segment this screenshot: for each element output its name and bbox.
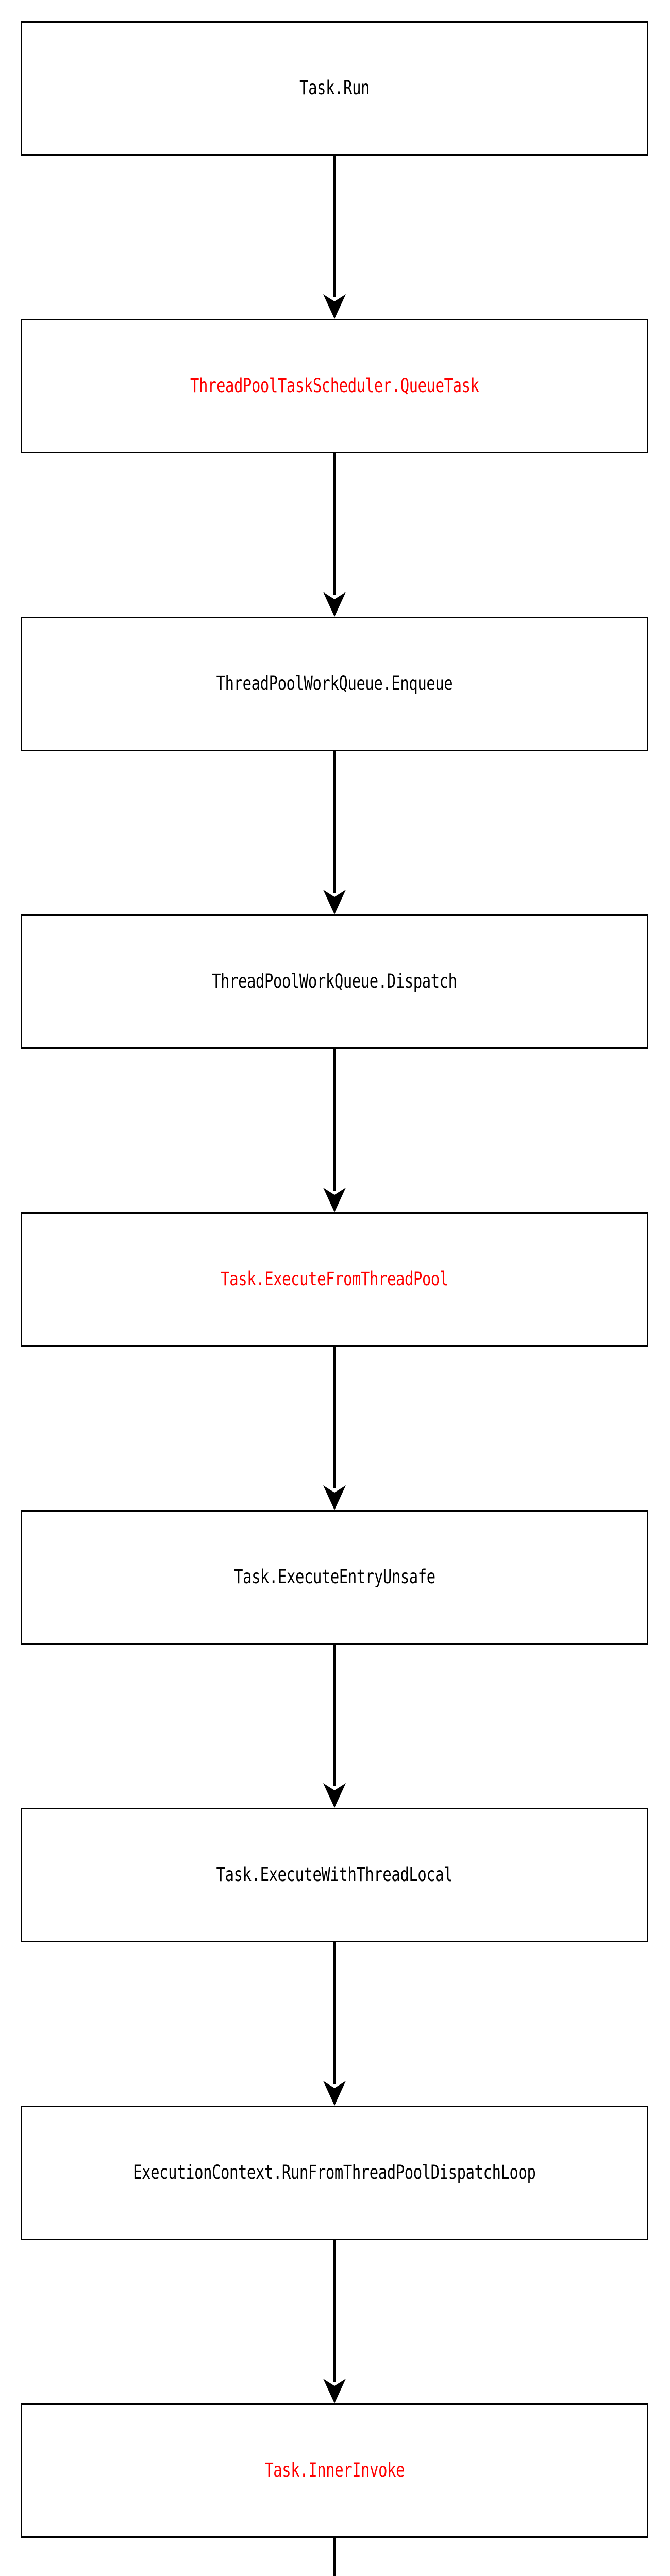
flow-node-n2[interactable]: ThreadPoolWorkQueue.Enqueue (21, 617, 648, 751)
flow-node-n1[interactable]: ThreadPoolTaskScheduler.QueueTask (21, 319, 648, 453)
flow-node-label: ThreadPoolTaskScheduler.QueueTask (190, 375, 479, 397)
flow-node-label: ThreadPoolWorkQueue.Enqueue (216, 672, 453, 695)
flow-edge-arrow (0, 1942, 670, 2106)
flow-node-n7[interactable]: ExecutionContext.RunFromThreadPoolDispat… (21, 2106, 648, 2240)
flow-edge-arrow (0, 2240, 670, 2403)
flow-node-label: Task.ExecuteEntryUnsafe (233, 1566, 435, 1588)
flow-node-label: ExecutionContext.RunFromThreadPoolDispat… (133, 2161, 536, 2184)
flow-node-label: ThreadPoolWorkQueue.Dispatch (212, 970, 457, 993)
flow-node-n5[interactable]: Task.ExecuteEntryUnsafe (21, 1510, 648, 1645)
flow-node-label: Task.Run (299, 77, 370, 99)
flow-node-label: Task.ExecuteFromThreadPool (221, 1268, 448, 1291)
flow-edge-arrow (0, 1049, 670, 1212)
flow-edge-arrow (0, 1645, 670, 1808)
flow-node-n4[interactable]: Task.ExecuteFromThreadPool (21, 1212, 648, 1347)
flow-edge-arrow (0, 2538, 670, 2576)
flow-edge-arrow (0, 156, 670, 319)
flow-node-n6[interactable]: Task.ExecuteWithThreadLocal (21, 1808, 648, 1942)
flow-edge-arrow (0, 453, 670, 617)
flow-node-n0[interactable]: Task.Run (21, 21, 648, 156)
flow-node-label: Task.InnerInvoke (264, 2459, 405, 2482)
flow-edge-arrow (0, 751, 670, 914)
flow-node-n3[interactable]: ThreadPoolWorkQueue.Dispatch (21, 914, 648, 1049)
flow-edge-arrow (0, 1347, 670, 1510)
flow-node-n8[interactable]: Task.InnerInvoke (21, 2403, 648, 2538)
flow-node-label: Task.ExecuteWithThreadLocal (216, 1863, 453, 1886)
